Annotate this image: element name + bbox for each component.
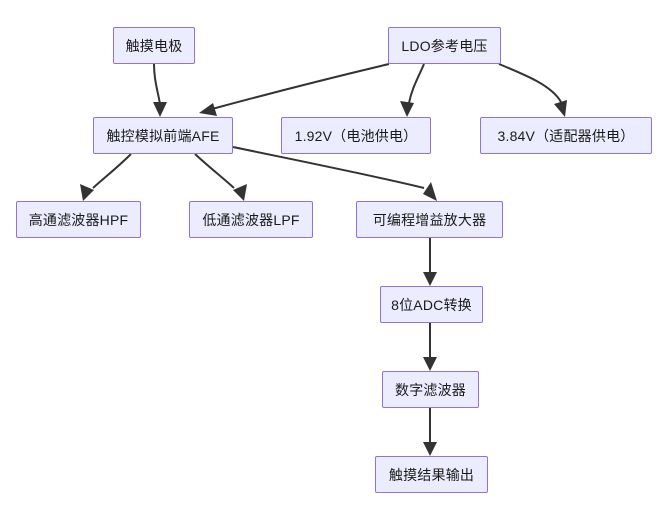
node-adc-8bit-conversion[interactable]: 8位ADC转换 [380, 286, 483, 323]
edge-afe-to-hpf [80, 153, 132, 201]
node-label: 数字滤波器 [395, 381, 466, 398]
node-programmable-gain-amplifier[interactable]: 可编程增益放大器 [356, 201, 503, 238]
edge-digital-filter-to-output [423, 408, 437, 456]
node-label: 低通滤波器LPF [202, 211, 300, 228]
edge-pga-to-adc [423, 238, 437, 286]
edge-ldo-to-battery [400, 63, 425, 117]
edge-afe-to-pga [232, 146, 437, 201]
edge-electrode-to-afe [153, 63, 167, 117]
node-label: LDO参考电压 [401, 37, 488, 54]
node-touch-electrode[interactable]: 触摸电极 [113, 27, 195, 64]
node-touch-result-output[interactable]: 触摸结果输出 [375, 456, 488, 493]
node-digital-filter[interactable]: 数字滤波器 [382, 371, 479, 408]
node-label: 触摸结果输出 [388, 466, 475, 483]
edge-adc-to-digital-filter [423, 323, 437, 371]
node-label: 3.84V（适配器供电） [497, 127, 635, 144]
node-label: 触控模拟前端AFE [106, 127, 220, 144]
edge-ldo-to-adapter [498, 63, 567, 117]
node-label: 1.92V（电池供电） [294, 127, 418, 144]
edge-ldo-to-afe [199, 63, 390, 116]
node-label: 8位ADC转换 [391, 296, 472, 313]
node-low-pass-filter-lpf[interactable]: 低通滤波器LPF [189, 201, 313, 238]
node-adapter-supply-voltage[interactable]: 3.84V（适配器供电） [480, 117, 652, 154]
edge-afe-to-lpf [194, 153, 247, 201]
node-label: 可编程增益放大器 [372, 211, 487, 228]
node-battery-supply-voltage[interactable]: 1.92V（电池供电） [281, 117, 431, 154]
node-high-pass-filter-hpf[interactable]: 高通滤波器HPF [16, 201, 141, 238]
node-label: 高通滤波器HPF [28, 211, 129, 228]
node-ldo-reference-voltage[interactable]: LDO参考电压 [388, 27, 501, 64]
node-label: 触摸电极 [125, 37, 183, 54]
node-touch-analog-frontend-afe[interactable]: 触控模拟前端AFE [93, 117, 233, 154]
